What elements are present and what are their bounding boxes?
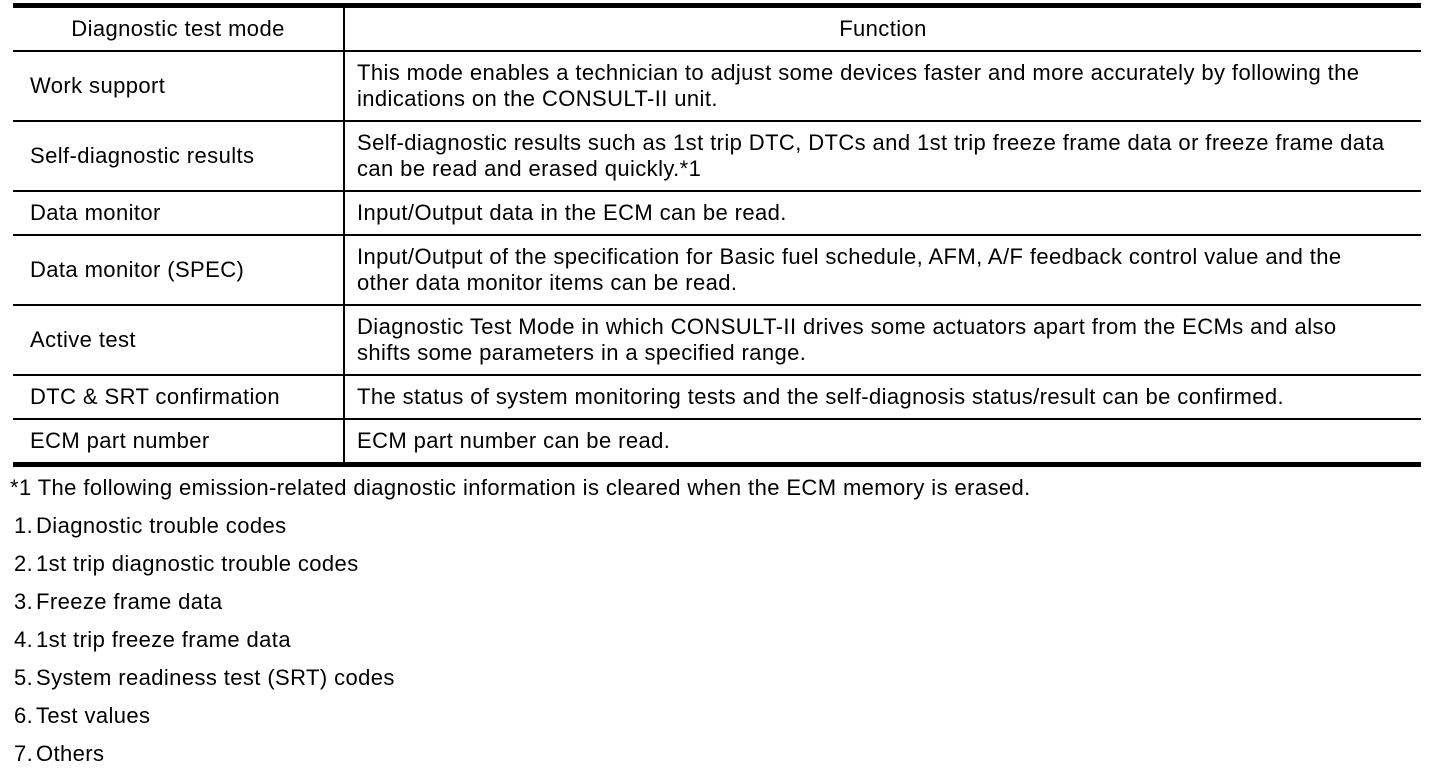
column-header-diagnostic-test-mode: Diagnostic test mode: [13, 8, 345, 50]
list-item: 7. Others: [10, 741, 1450, 767]
footnote-asterisk-1: *1 The following emission-related diagno…: [10, 475, 1031, 500]
list-item: 1. Diagnostic trouble codes: [10, 513, 1450, 539]
list-item-text: Freeze frame data: [36, 589, 223, 614]
mode-cell: Work support: [13, 52, 345, 120]
list-item-text: 1st trip diagnostic trouble codes: [36, 551, 359, 576]
table-row: Data monitor Input/Output data in the EC…: [13, 192, 1421, 236]
list-item-number: 2.: [14, 551, 34, 576]
table-row: Work support This mode enables a technic…: [13, 52, 1421, 122]
diagnostic-test-mode-table: Diagnostic test mode Function Work suppo…: [13, 3, 1421, 467]
function-cell: The status of system monitoring tests an…: [357, 384, 1285, 409]
function-cell: This mode enables a technician to adjust…: [357, 60, 1360, 111]
mode-cell: Active test: [13, 306, 345, 374]
list-item: 3. Freeze frame data: [10, 589, 1450, 615]
table-row: Self-diagnostic results Self-diagnostic …: [13, 122, 1421, 192]
function-cell: Diagnostic Test Mode in which CONSULT-II…: [357, 314, 1337, 365]
function-cell: ECM part number can be read.: [357, 428, 671, 453]
list-item-text: 1st trip freeze frame data: [36, 627, 291, 652]
list-item: 5. System readiness test (SRT) codes: [10, 665, 1450, 691]
list-item-text: System readiness test (SRT) codes: [36, 665, 395, 690]
mode-cell: ECM part number: [13, 420, 345, 462]
table-row: Active test Diagnostic Test Mode in whic…: [13, 306, 1421, 376]
list-item-number: 7.: [14, 741, 34, 766]
list-item-text: Diagnostic trouble codes: [36, 513, 287, 538]
list-item-number: 5.: [14, 665, 34, 690]
function-cell: Input/Output of the specification for Ba…: [357, 244, 1342, 295]
list-item: 2. 1st trip diagnostic trouble codes: [10, 551, 1450, 577]
list-item-number: 3.: [14, 589, 34, 614]
table-row: DTC & SRT confirmation The status of sys…: [13, 376, 1421, 420]
table-row: ECM part number ECM part number can be r…: [13, 420, 1421, 462]
list-item: 4. 1st trip freeze frame data: [10, 627, 1450, 653]
list-item-text: Others: [36, 741, 105, 766]
mode-cell: DTC & SRT confirmation: [13, 376, 345, 418]
mode-cell: Self-diagnostic results: [13, 122, 345, 190]
mode-cell: Data monitor (SPEC): [13, 236, 345, 304]
list-item-text: Test values: [36, 703, 151, 728]
list-item-number: 1.: [14, 513, 34, 538]
mode-cell: Data monitor: [13, 192, 345, 234]
function-cell: Input/Output data in the ECM can be read…: [357, 200, 787, 225]
table-row: Data monitor (SPEC) Input/Output of the …: [13, 236, 1421, 306]
list-item: 6. Test values: [10, 703, 1450, 729]
list-item-number: 6.: [14, 703, 34, 728]
list-item-number: 4.: [14, 627, 34, 652]
function-cell: Self-diagnostic results such as 1st trip…: [357, 130, 1385, 181]
table-header-row: Diagnostic test mode Function: [13, 8, 1421, 52]
column-header-function: Function: [839, 16, 927, 41]
footnotes-section: *1 The following emission-related diagno…: [10, 475, 1450, 772]
